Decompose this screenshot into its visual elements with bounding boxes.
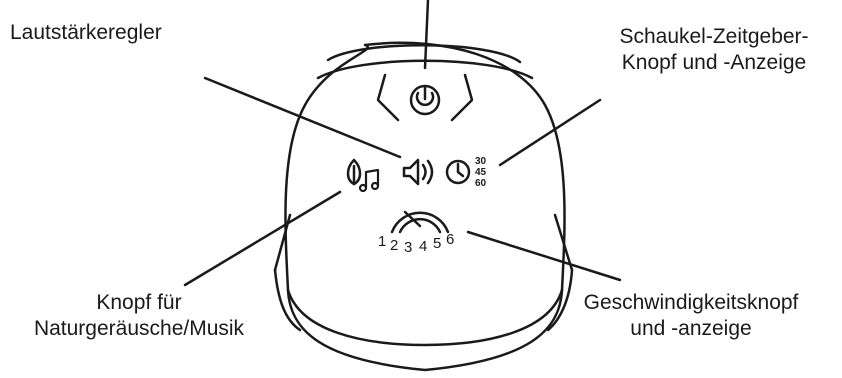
speed-callout-line1: Geschwindigkeitsknopf bbox=[583, 291, 799, 314]
timer-value-60: 60 bbox=[475, 178, 487, 189]
volume-callout-text: Lautstärkeregler bbox=[10, 21, 162, 44]
speed-value-6: 6 bbox=[446, 231, 454, 248]
speed-value-4: 4 bbox=[419, 238, 427, 255]
speedometer-icon[interactable] bbox=[390, 210, 450, 234]
nature-callout: Knopf für Naturgeräusche/Musik bbox=[8, 290, 270, 342]
timer-callout-line2: Knopf und -Anzeige bbox=[621, 51, 807, 74]
speed-value-2: 2 bbox=[390, 237, 398, 254]
nature-callout-line1: Knopf für bbox=[96, 291, 182, 314]
speed-value-1: 1 bbox=[378, 233, 386, 250]
speed-value-5: 5 bbox=[433, 235, 441, 252]
leader-power bbox=[423, 0, 430, 70]
leader-speed bbox=[466, 230, 622, 282]
nature-callout-line2: Naturgeräusche/Musik bbox=[33, 317, 245, 340]
timer-callout: Schaukel-Zeitgeber- Knopf und -Anzeige bbox=[598, 24, 830, 76]
music-note-icon[interactable] bbox=[358, 168, 380, 193]
speaker-icon[interactable] bbox=[402, 158, 434, 186]
leader-nature bbox=[183, 190, 342, 287]
leader-volume bbox=[203, 76, 402, 159]
leader-timer bbox=[498, 98, 602, 167]
clock-icon[interactable] bbox=[445, 159, 471, 185]
device-base bbox=[286, 288, 564, 347]
power-icon[interactable] bbox=[409, 84, 441, 116]
leaf-icon[interactable] bbox=[346, 158, 362, 186]
volume-callout: Lautstärkeregler bbox=[10, 20, 162, 46]
speed-callout-line2: und -anzeige bbox=[630, 317, 752, 340]
timer-value-45: 45 bbox=[475, 167, 487, 178]
timer-value-30: 30 bbox=[475, 156, 487, 167]
device-body bbox=[284, 41, 566, 372]
speed-value-3: 3 bbox=[404, 239, 412, 256]
speed-callout: Geschwindigkeitsknopf und -anzeige bbox=[560, 290, 822, 342]
timer-callout-line1: Schaukel-Zeitgeber- bbox=[619, 25, 809, 48]
